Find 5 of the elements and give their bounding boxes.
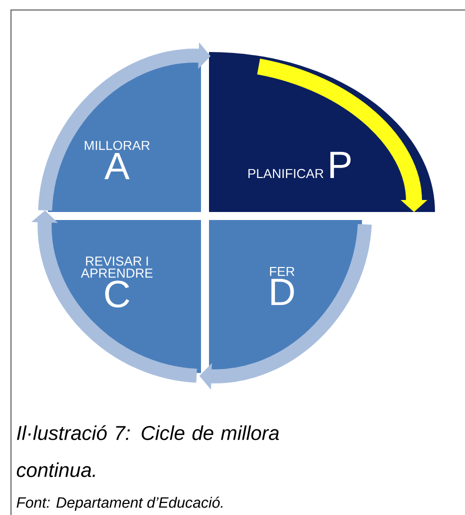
quadrant: REVISAR I APRENDRE C (48, 220, 201, 373)
caption: Il·lustració 7: Cicle de millora continua. (16, 425, 279, 478)
quadrant: MILLORAR A (48, 59, 201, 212)
quadrant: FER D (209, 220, 362, 373)
source-note: Font: Departament d’Educació. (16, 496, 222, 511)
